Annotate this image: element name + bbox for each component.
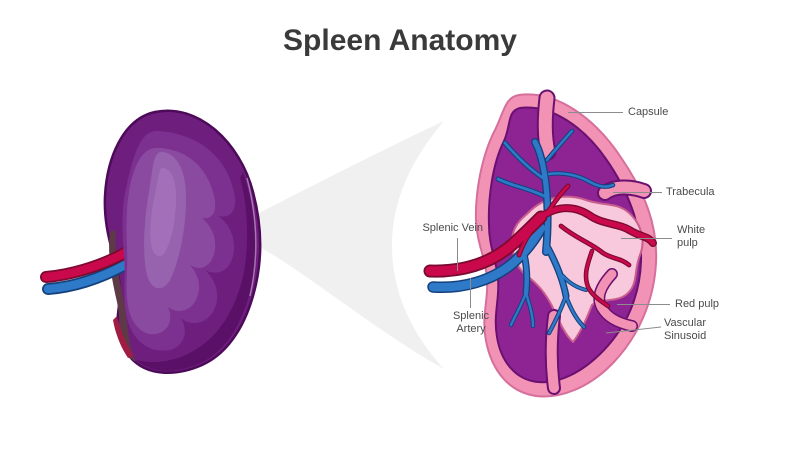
leader-vascular-sinusoid xyxy=(605,326,662,334)
vascular-sinusoid-channel xyxy=(593,268,638,332)
spleen-gloss-line xyxy=(246,177,257,297)
page-title: Spleen Anatomy xyxy=(283,24,517,57)
label-trabecula: Trabecula xyxy=(666,186,715,198)
zoom-beam xyxy=(259,121,444,369)
spleen-shadow xyxy=(136,172,256,371)
label-vascular-sinusoid: Vascular Sinusoid xyxy=(664,317,707,342)
label-splenic-artery: Splenic Artery xyxy=(452,310,490,335)
spleen-highlight-core xyxy=(150,167,177,257)
label-capsule: Capsule xyxy=(628,106,669,118)
cross-section-figure xyxy=(430,89,658,398)
trabecula-channel-top xyxy=(536,89,557,161)
trabecula-channel-right xyxy=(597,179,652,201)
label-red-pulp: Red pulp xyxy=(675,298,720,310)
whole-spleen-figure xyxy=(46,109,262,374)
label-splenic-vein: Splenic Vein xyxy=(422,222,483,234)
hilum-vessel-sliver xyxy=(113,316,134,358)
label-white-pulp: White pulp xyxy=(677,224,706,249)
leader-lines xyxy=(457,112,672,334)
